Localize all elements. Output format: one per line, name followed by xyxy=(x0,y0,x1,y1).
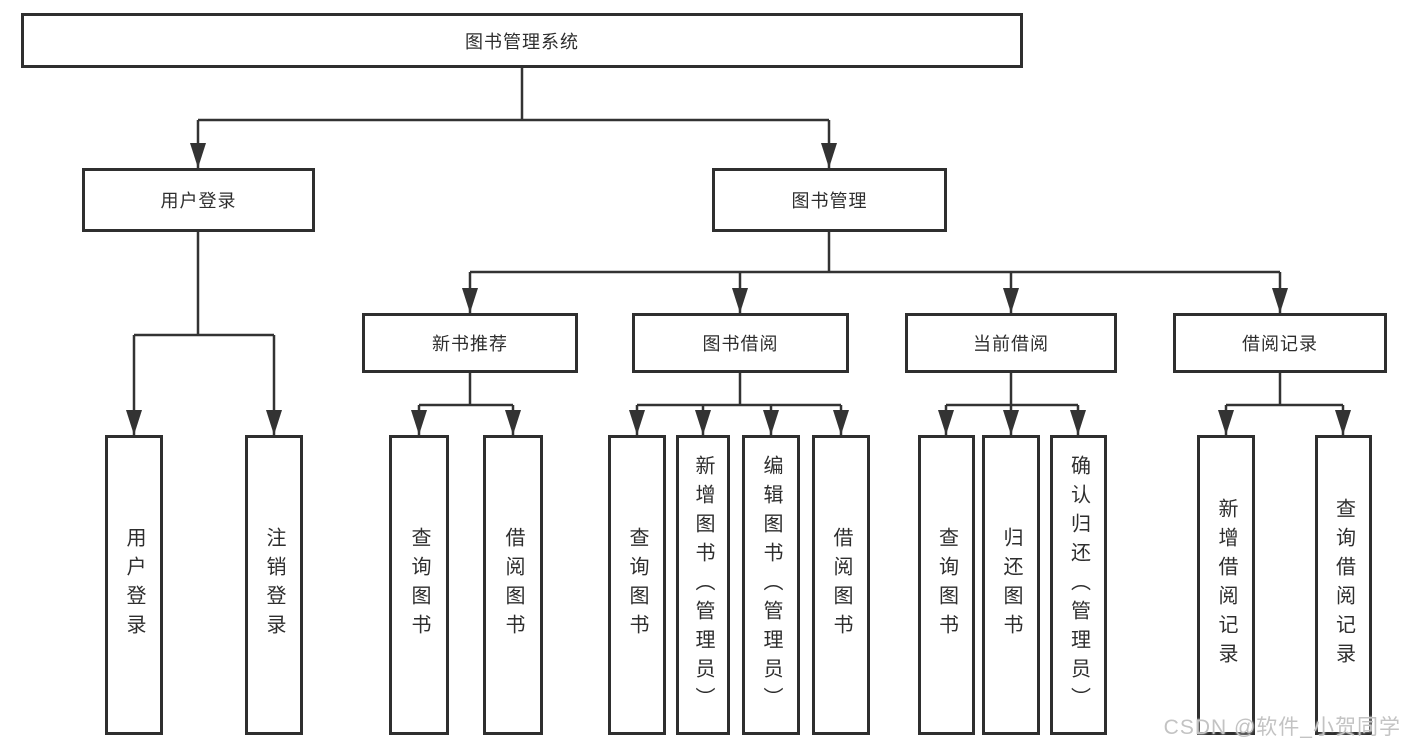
node-user-login: 用户登录 xyxy=(82,168,315,232)
node-book-borrowing: 图书借阅 xyxy=(632,313,849,373)
connector-borrowing-records-trunk xyxy=(1226,373,1343,407)
node-borrowing-records: 借阅记录 xyxy=(1173,313,1387,373)
leaf-borrow-books-1: 借阅图书 xyxy=(483,435,543,735)
leaf-edit-book-admin: 编辑图书（管理员） xyxy=(742,435,800,735)
leaf-return-books-label: 归还图书 xyxy=(1000,527,1022,643)
leaf-query-books-1-label: 查询图书 xyxy=(408,527,430,643)
node-new-book-recommend-label: 新书推荐 xyxy=(432,334,508,354)
leaf-query-books-1: 查询图书 xyxy=(389,435,449,735)
leaf-query-books-3: 查询图书 xyxy=(918,435,975,735)
connector-new-book-trunk xyxy=(419,373,513,407)
leaf-user-login: 用户登录 xyxy=(105,435,163,735)
node-root-label: 图书管理系统 xyxy=(465,31,579,52)
leaf-query-borrow-record: 查询借阅记录 xyxy=(1315,435,1372,735)
connector-book-borrowing-trunk xyxy=(637,373,841,407)
leaf-query-books-3-label: 查询图书 xyxy=(935,527,958,643)
connector-user-login-trunk xyxy=(134,232,274,337)
leaf-confirm-return-admin: 确认归还（管理员） xyxy=(1050,435,1107,735)
leaf-logout-label: 注销登录 xyxy=(263,527,285,643)
node-current-borrowing-label: 当前借阅 xyxy=(973,334,1049,354)
leaf-query-books-2: 查询图书 xyxy=(608,435,666,735)
node-borrowing-records-label: 借阅记录 xyxy=(1242,334,1318,354)
leaf-logout: 注销登录 xyxy=(245,435,303,735)
connector-current-borrowing-trunk xyxy=(946,373,1078,407)
leaf-query-books-2-label: 查询图书 xyxy=(626,527,648,643)
leaf-borrow-books-2: 借阅图书 xyxy=(812,435,870,735)
csdn-watermark: CSDN @软件_小贺同学 xyxy=(1163,716,1401,739)
node-current-borrowing: 当前借阅 xyxy=(905,313,1117,373)
node-book-management-label: 图书管理 xyxy=(791,191,868,211)
node-book-borrowing-label: 图书借阅 xyxy=(702,334,779,354)
leaf-confirm-return-admin-label: 确认归还（管理员） xyxy=(1067,454,1090,716)
node-root: 图书管理系统 xyxy=(21,13,1023,68)
leaf-add-book-admin: 新增图书（管理员） xyxy=(676,435,730,735)
leaf-add-book-admin-label: 新增图书（管理员） xyxy=(692,454,714,716)
leaf-edit-book-admin-label: 编辑图书（管理员） xyxy=(760,454,782,716)
leaf-query-borrow-record-label: 查询借阅记录 xyxy=(1332,498,1355,672)
leaf-return-books: 归还图书 xyxy=(982,435,1040,735)
node-book-management: 图书管理 xyxy=(712,168,947,232)
node-new-book-recommend: 新书推荐 xyxy=(362,313,578,373)
node-user-login-label: 用户登录 xyxy=(160,191,237,211)
connector-book-management-trunk xyxy=(470,232,1280,274)
leaf-borrow-books-1-label: 借阅图书 xyxy=(502,527,524,643)
leaf-add-borrow-record-label: 新增借阅记录 xyxy=(1215,498,1237,672)
connector-root-trunk xyxy=(198,68,829,122)
leaf-user-login-label: 用户登录 xyxy=(123,527,145,643)
leaf-borrow-books-2-label: 借阅图书 xyxy=(830,527,852,643)
leaf-add-borrow-record: 新增借阅记录 xyxy=(1197,435,1255,735)
